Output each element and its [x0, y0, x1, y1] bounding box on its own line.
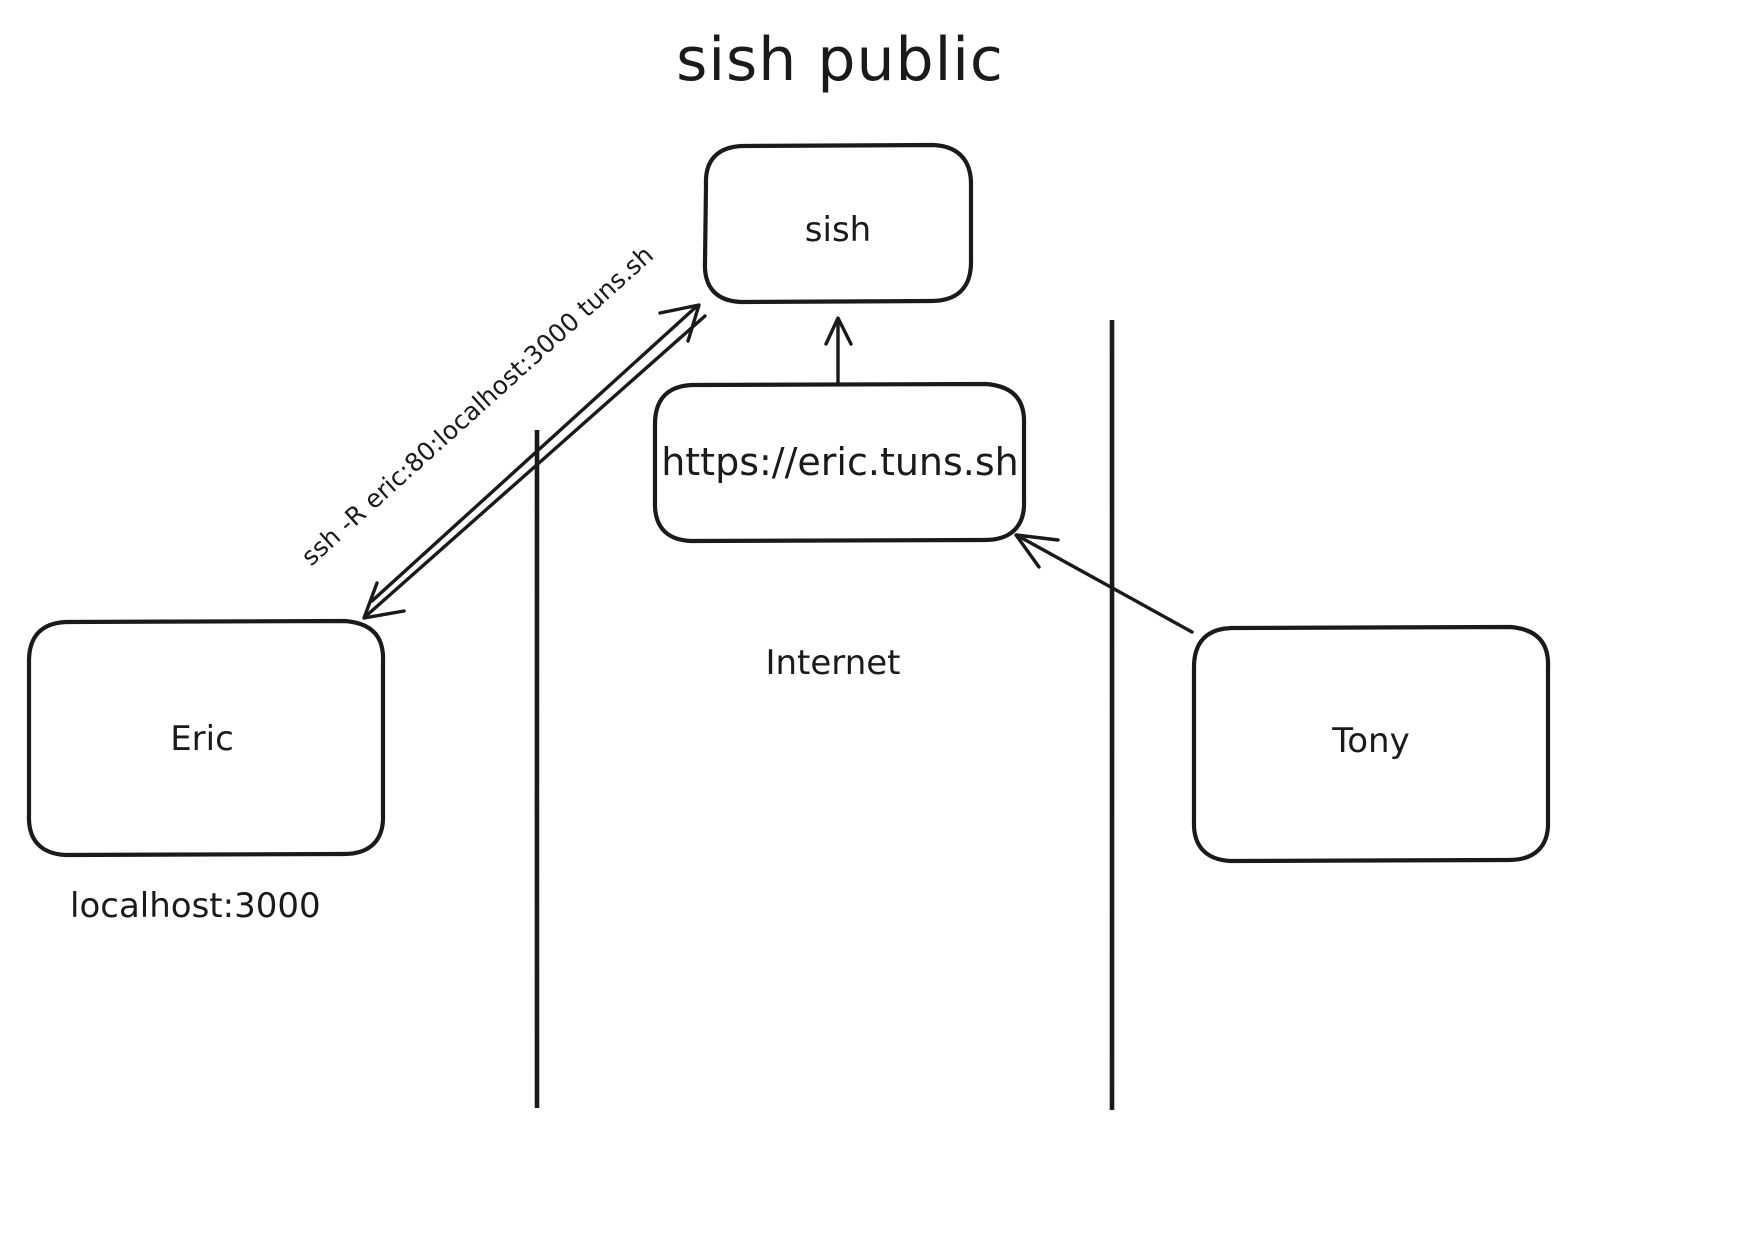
divider-left: [534, 429, 540, 1109]
node-url-shape: [652, 381, 1027, 544]
caption-internet: Internet: [765, 643, 900, 683]
caption-eric-address: localhost:3000: [70, 886, 321, 926]
divider-right: [1109, 319, 1115, 1111]
edge-url-sish: [824, 316, 853, 385]
edge-eric-sish: [362, 303, 707, 620]
node-label-sish: sish: [805, 210, 871, 250]
node-tony-shape: [1191, 624, 1551, 864]
diagram-title: sish public: [676, 25, 1004, 95]
edge-label-eric-sish: ssh -R eric:80:localhost:3000 tuns.sh: [296, 240, 659, 571]
node-eric-shape: [26, 618, 386, 858]
node-label-tony: Tony: [1331, 721, 1409, 761]
node-label-eric: Eric: [170, 719, 234, 759]
node-label-url: https://eric.tuns.sh: [661, 440, 1019, 484]
node-sish-shape: [702, 142, 974, 305]
edge-tony-url: [1014, 533, 1194, 634]
